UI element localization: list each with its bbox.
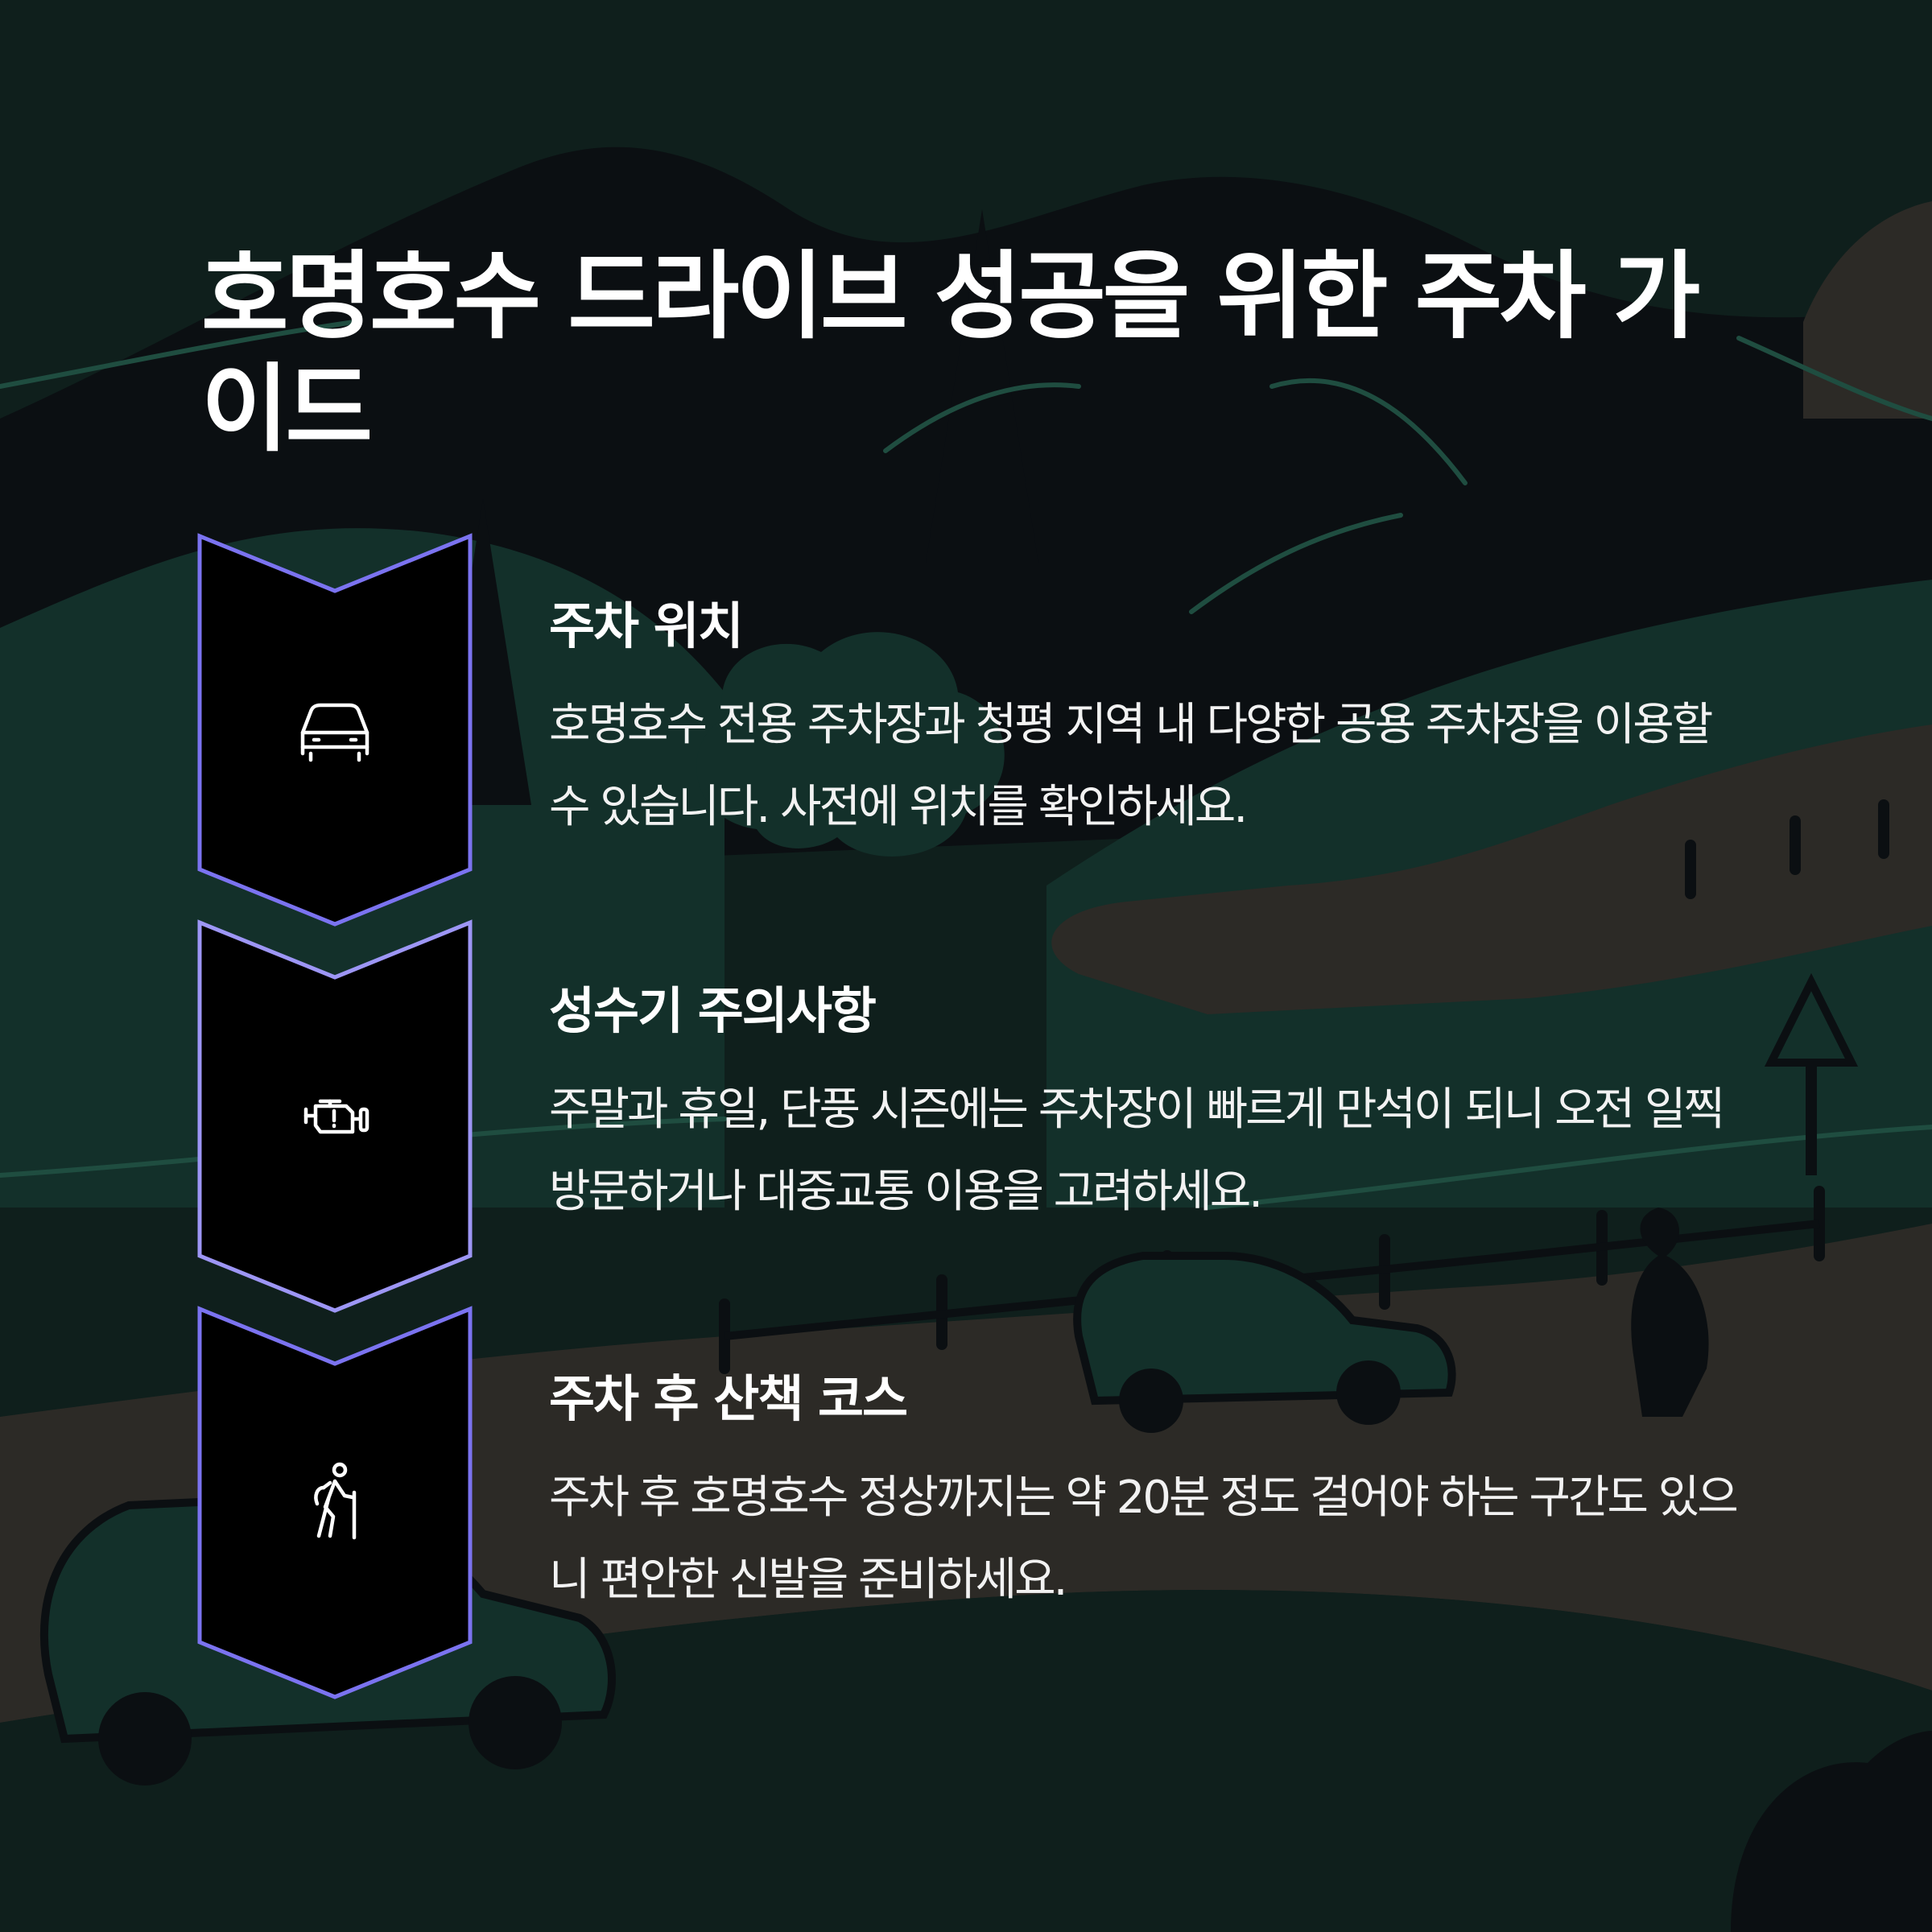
tree-round [696, 632, 1005, 857]
hiker-icon [288, 1455, 382, 1549]
road-upper [1051, 724, 1932, 1014]
bush-right [1731, 1731, 1932, 1932]
person-silhouette [1631, 1208, 1709, 1417]
hill-right-top [1803, 201, 1932, 419]
tree-mid [926, 209, 1038, 564]
step-description: 주차 후 호명호수 정상까지는 약 20분 정도 걸어야 하는 구간도 있으니 … [549, 1472, 1739, 1606]
step-title: 성수기 주의사항 [549, 981, 877, 1040]
step-2-chevron [197, 919, 473, 1313]
step-description: 호명호수 전용 주차장과 청평 지역 내 다양한 공용 주차장을 이용할 수 있… [549, 699, 1713, 833]
step-1-chevron [197, 533, 473, 927]
chevron-shape [197, 533, 473, 927]
step-description: 주말과 휴일, 단풍 시즌에는 주차장이 빠르게 만석이 되니 오전 일찍 방문… [549, 1084, 1725, 1218]
car-silhouette-right [1073, 1252, 1456, 1433]
step-title: 주차 후 산책 코스 [549, 1369, 908, 1428]
step-3-chevron [197, 1306, 473, 1699]
step-1-text: 주차 위치 호명호수 전용 주차장과 청평 지역 내 다양한 공용 주차장을 이… [549, 594, 1740, 848]
chevron-shape [197, 1306, 473, 1699]
car-icon [288, 683, 382, 776]
step-2-text: 성수기 주의사항 주말과 휴일, 단풍 시즌에는 주차장이 빠르게 만석이 되니… [549, 979, 1740, 1233]
step-title: 주차 위치 [549, 597, 744, 655]
step-3-text: 주차 후 산책 코스 주차 후 호명호수 정상까지는 약 20분 정도 걸어야 … [549, 1367, 1740, 1621]
page-title: 호명호수 드라이브 성공을 위한 주차 가이드 [201, 241, 1700, 464]
engine-warning-icon [288, 1069, 382, 1162]
